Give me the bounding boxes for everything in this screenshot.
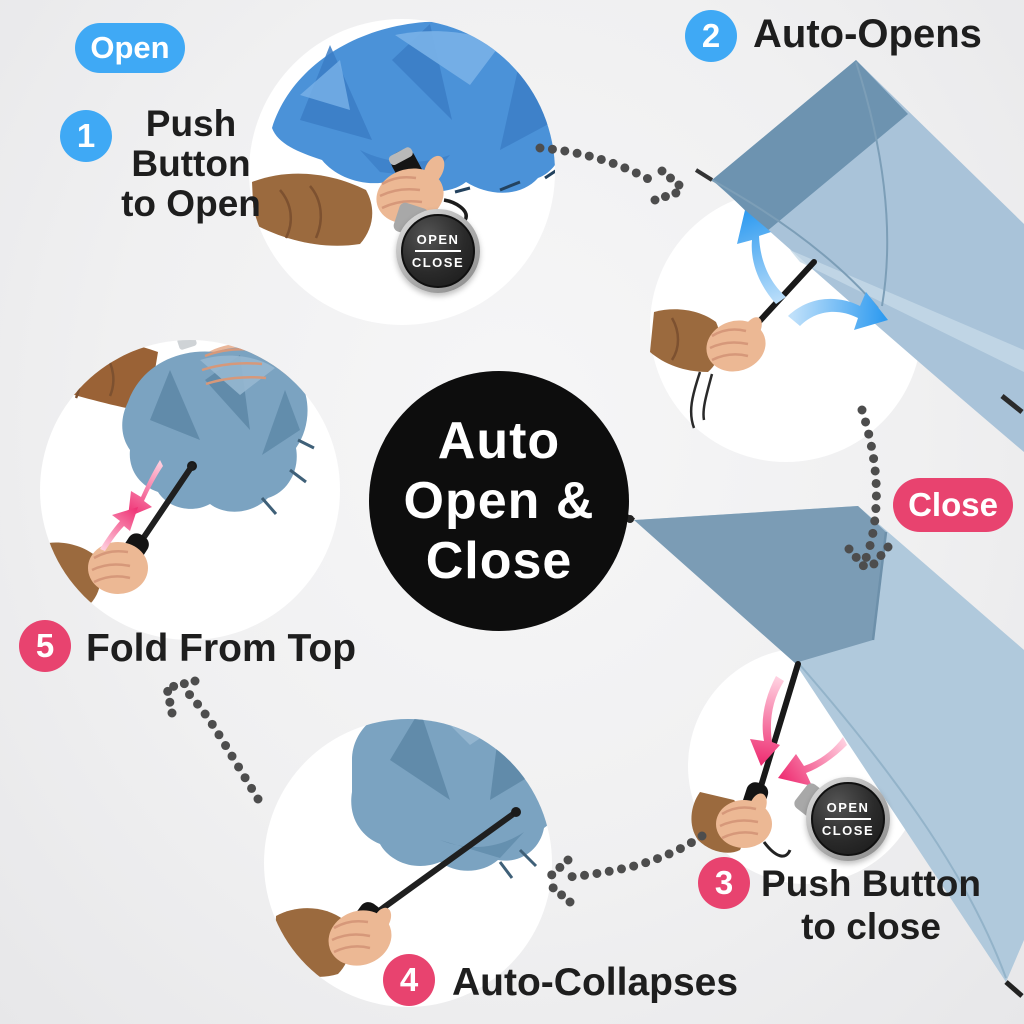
open-motion-arrow-up [737, 210, 786, 304]
button-ring: OPEN CLOSE [806, 777, 890, 861]
title-line2: Open & [403, 472, 595, 530]
close-motion-arrow-1 [750, 676, 784, 766]
close-phase-label: Close [908, 486, 998, 523]
open-close-button-icon: OPEN CLOSE [811, 782, 885, 856]
close-motion-arrow-2 [778, 737, 847, 786]
step1-number: 1 [76, 117, 96, 154]
step3-label: Push Button to close [758, 862, 984, 948]
title-line1: Auto [437, 412, 561, 470]
button-ring: OPEN CLOSE [396, 209, 480, 293]
button-close-label: CLOSE [821, 823, 875, 839]
step3-number-badge: 3 [698, 857, 750, 909]
step1-label-line3: to Open [121, 183, 261, 224]
step3-number: 3 [714, 864, 734, 901]
dotted-flow-arrows [162, 143, 893, 907]
button-divider [415, 249, 461, 253]
title-circle: Auto Open & Close [369, 371, 629, 631]
push-button-badge-step1: OPEN CLOSE [392, 201, 480, 293]
step5-label: Fold From Top [86, 627, 357, 670]
dotted-arrow-step3-to-step4 [561, 831, 707, 882]
open-close-button-icon: OPEN CLOSE [401, 214, 475, 288]
open-phase-badge: Open [75, 23, 185, 73]
button-open-label: OPEN [826, 799, 870, 815]
dotted-arrow-step4-to-step5 [184, 689, 263, 804]
step1-number-badge: 1 [60, 110, 112, 162]
title-line3: Close [425, 532, 573, 590]
step3-label-line1: Push Button [761, 863, 981, 904]
button-divider [825, 817, 871, 821]
step1-label: Push Button to Open [90, 104, 292, 224]
step1-label-line2: Button [131, 143, 251, 184]
step4-number: 4 [399, 961, 419, 998]
step2-number-badge: 2 [685, 10, 737, 62]
folded-umbrella-photo-step1 [252, 21, 555, 246]
open-umbrella-photo-step2 [650, 60, 1024, 452]
open-motion-arrow-right [788, 292, 888, 330]
step2-number: 2 [701, 17, 721, 54]
fold-umbrella-photo-step5 [40, 340, 315, 605]
open-phase-label: Open [90, 30, 170, 65]
close-phase-badge: Close [893, 478, 1013, 532]
step4-number-badge: 4 [383, 954, 435, 1006]
button-open-label: OPEN [416, 231, 460, 247]
fold-compress-arrow-down [128, 460, 163, 517]
dotted-arrow-step1-to-step2 [535, 143, 657, 186]
fold-compress-arrow-up [100, 507, 138, 551]
step3-label-line2: to close [801, 906, 941, 947]
step4-label: Auto-Collapses [452, 961, 739, 1004]
step5-number-badge: 5 [19, 620, 71, 672]
push-button-badge-step3: OPEN CLOSE [791, 777, 890, 861]
button-close-label: CLOSE [411, 255, 465, 271]
step2-label: Auto-Opens [753, 12, 982, 56]
dotted-arrow-step2-to-close [857, 405, 881, 563]
step5-number: 5 [35, 627, 55, 664]
step1-label-line1: Push [145, 103, 237, 144]
